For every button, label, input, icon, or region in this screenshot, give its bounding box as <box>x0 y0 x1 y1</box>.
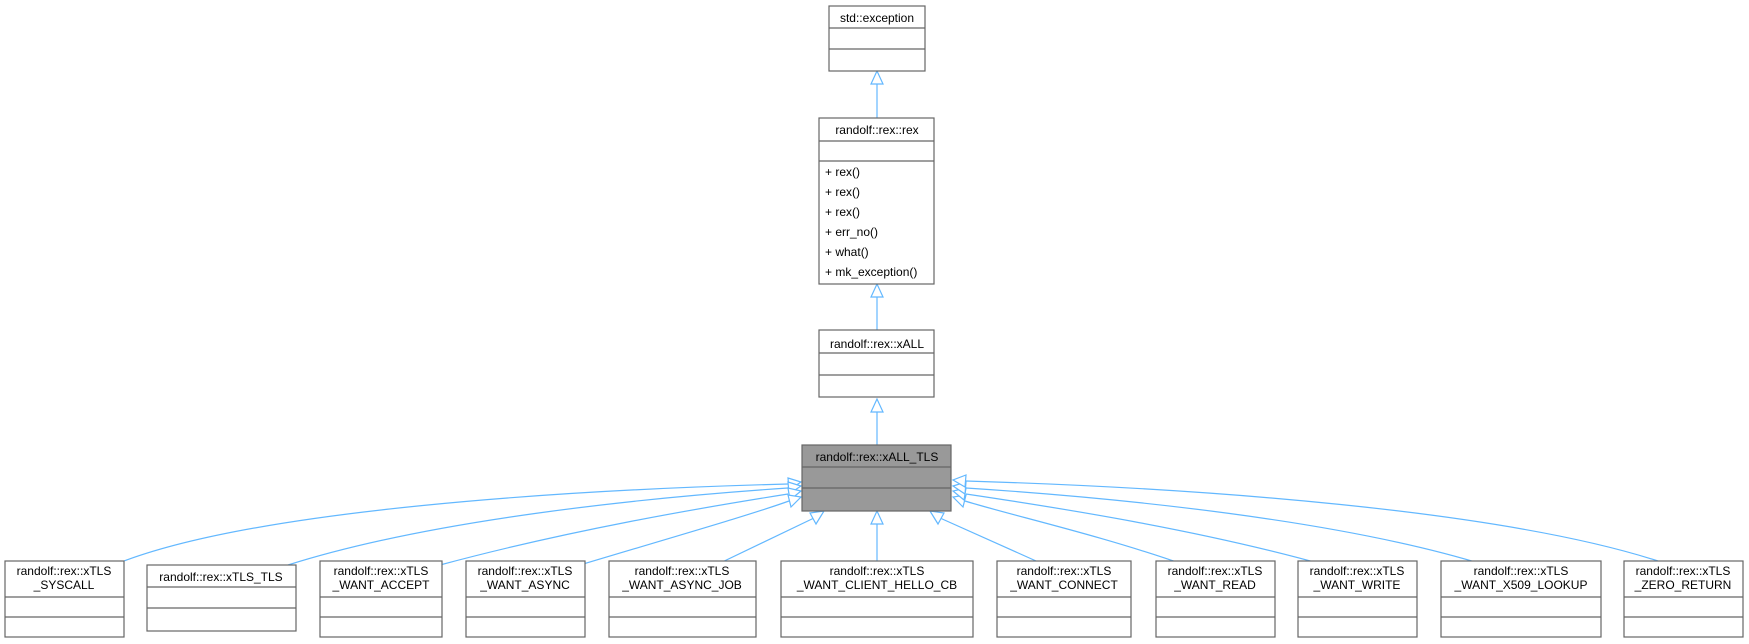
class-name-line: _WANT_CLIENT_HELLO_CB <box>796 578 957 592</box>
member-rex: + rex() <box>825 185 860 199</box>
class-name-line: _SYSCALL <box>33 578 95 592</box>
class-name-line: _WANT_ACCEPT <box>332 578 431 592</box>
class-name: randolf::rex::rex <box>835 123 918 137</box>
member-err-no: + err_no() <box>825 225 878 239</box>
class-name-line: randolf::rex::xTLS <box>830 564 925 578</box>
class-name-line: randolf::rex::xTLS_TLS <box>159 570 282 584</box>
class-name-line: randolf::rex::xTLS <box>334 564 429 578</box>
inheritance-edges <box>123 69 1659 566</box>
edge-want-read <box>964 500 1186 566</box>
arrowhead-zero-return <box>951 474 967 488</box>
class-rex[interactable]: randolf::rex::rex + rex() + rex() + rex(… <box>818 117 935 285</box>
edge-zero-return <box>965 480 1659 562</box>
class-name-line: _ZERO_RETURN <box>1634 578 1732 592</box>
edge-want-accept <box>439 493 789 566</box>
edge-want-write <box>965 493 1326 566</box>
class-name-line: _WANT_WRITE <box>1313 578 1401 592</box>
class-xtls-want-accept[interactable]: randolf::rex::xTLS _WANT_ACCEPT <box>319 560 443 638</box>
class-xtls-want-read[interactable]: randolf::rex::xTLS _WANT_READ <box>1155 560 1276 638</box>
arrowhead-std-exception <box>870 69 884 85</box>
class-xtls-tls[interactable]: randolf::rex::xTLS_TLS <box>146 564 297 632</box>
class-xtls-want-async[interactable]: randolf::rex::xTLS _WANT_ASYNC <box>465 560 586 638</box>
member-mk-exception: + mk_exception() <box>825 265 917 279</box>
class-name-line: _WANT_CONNECT <box>1009 578 1118 592</box>
class-name-line: randolf::rex::xTLS <box>478 564 573 578</box>
member-rex: + rex() <box>825 205 860 219</box>
arrowhead-xall <box>870 397 884 413</box>
arrowhead-want-client-hello-cb <box>870 509 884 525</box>
class-xall-tls[interactable]: randolf::rex::xALL_TLS <box>801 444 952 512</box>
edge-want-connect <box>939 517 1046 566</box>
class-xtls-syscall[interactable]: randolf::rex::xTLS _SYSCALL <box>4 560 125 638</box>
class-name: randolf::rex::xALL_TLS <box>816 450 939 464</box>
class-name: randolf::rex::xALL <box>830 337 924 351</box>
class-name-line: randolf::rex::xTLS <box>1636 564 1731 578</box>
class-name-line: _WANT_X509_LOOKUP <box>1454 578 1588 592</box>
class-xtls-zero-return[interactable]: randolf::rex::xTLS _ZERO_RETURN <box>1623 560 1744 638</box>
class-xtls-want-connect[interactable]: randolf::rex::xTLS _WANT_CONNECT <box>996 560 1132 638</box>
class-name: std::exception <box>840 11 914 25</box>
class-xtls-want-x509-lookup[interactable]: randolf::rex::xTLS _WANT_X509_LOOKUP <box>1440 560 1602 638</box>
arrowhead-want-async <box>787 494 803 509</box>
class-xtls-want-async-job[interactable]: randolf::rex::xTLS _WANT_ASYNC_JOB <box>608 560 757 638</box>
edge-want-async <box>579 500 790 566</box>
class-xtls-want-client-hello-cb[interactable]: randolf::rex::xTLS _WANT_CLIENT_HELLO_CB <box>780 560 974 638</box>
class-name-line: randolf::rex::xTLS <box>1474 564 1569 578</box>
edge-tls <box>287 487 789 566</box>
edge-syscall <box>123 483 789 562</box>
class-name-line: randolf::rex::xTLS <box>1310 564 1405 578</box>
class-name-line: randolf::rex::xTLS <box>17 564 112 578</box>
class-name-line: randolf::rex::xTLS <box>1168 564 1263 578</box>
arrowhead-want-connect <box>928 510 945 526</box>
member-what: + what() <box>825 245 869 259</box>
class-name-line: _WANT_ASYNC_JOB <box>621 578 742 592</box>
class-name-line: _WANT_ASYNC <box>479 578 570 592</box>
class-xall[interactable]: randolf::rex::xALL <box>818 329 935 398</box>
arrowhead-want-async-job <box>809 510 826 526</box>
class-name-line: randolf::rex::xTLS <box>1017 564 1112 578</box>
class-name-line: _WANT_READ <box>1173 578 1256 592</box>
class-name-line: randolf::rex::xTLS <box>635 564 730 578</box>
edge-want-x509-lookup <box>965 487 1486 566</box>
arrowhead-rex <box>870 282 884 298</box>
class-std-exception[interactable]: std::exception <box>828 5 926 72</box>
class-xtls-want-write[interactable]: randolf::rex::xTLS _WANT_WRITE <box>1297 560 1418 638</box>
member-rex: + rex() <box>825 165 860 179</box>
edge-want-async-job <box>715 517 815 566</box>
